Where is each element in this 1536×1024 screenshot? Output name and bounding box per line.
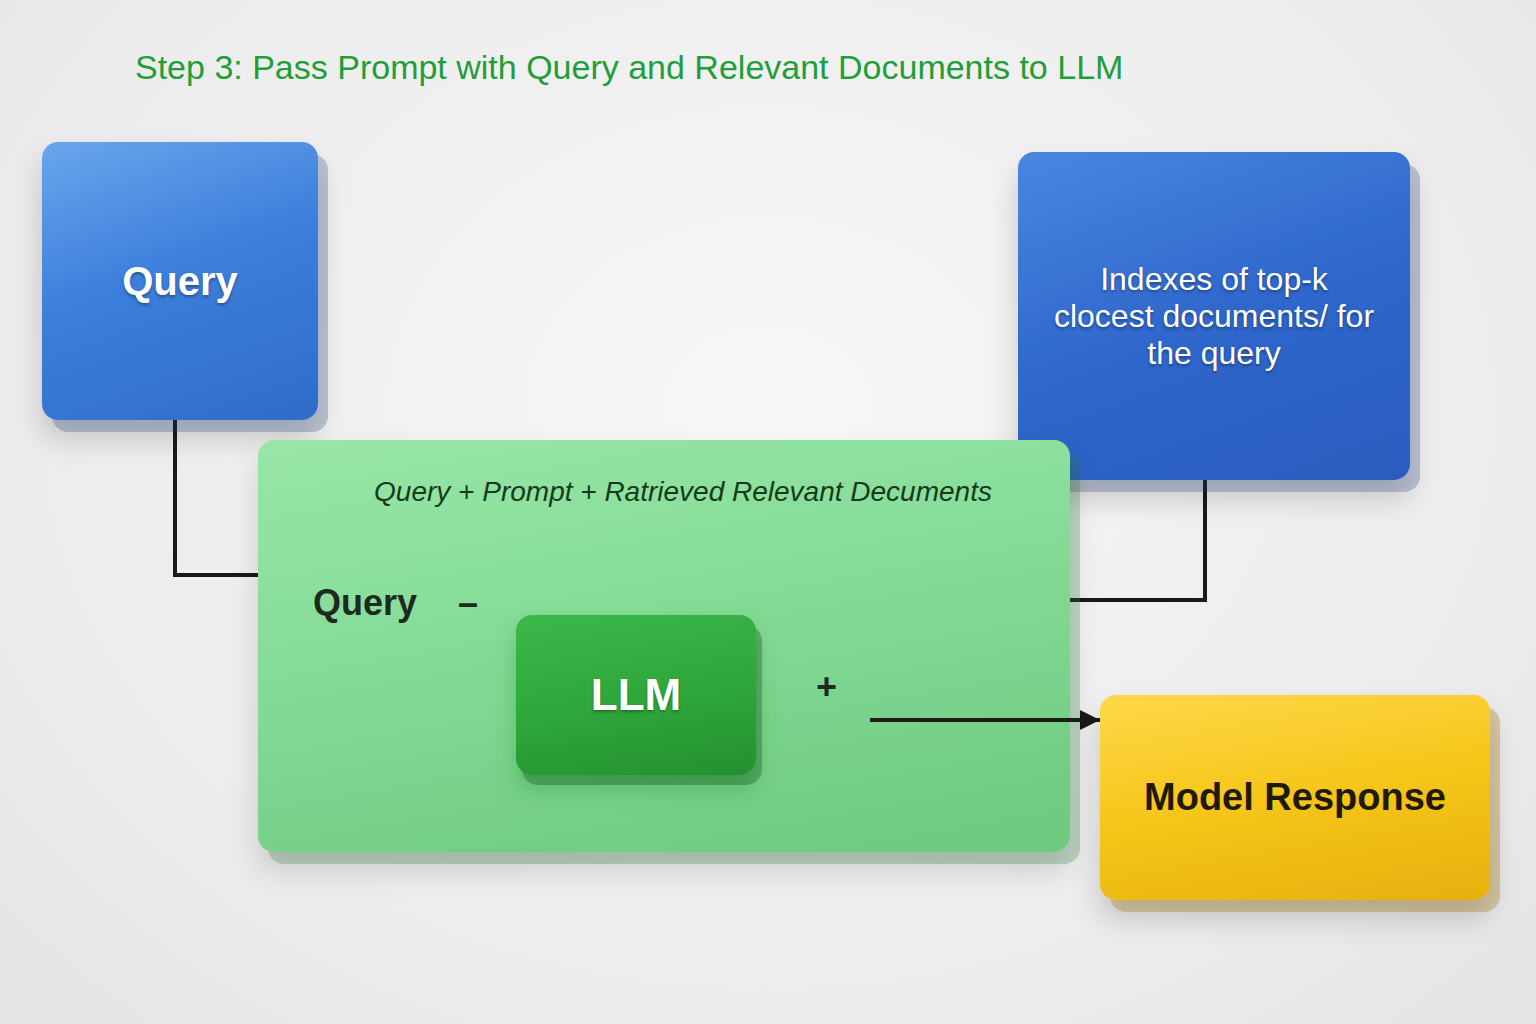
index-box: Indexes of top-k clocest documents/ for … (1018, 152, 1410, 480)
response-box: Model Response (1100, 695, 1490, 900)
connector (175, 420, 258, 575)
node-label: Query + Prompt + Ratrieved Relevant Decu… (353, 476, 1013, 508)
node-label: LLM (591, 670, 681, 720)
node-label: Query (122, 259, 238, 304)
node-label: Indexes of top-k clocest documents/ for … (1049, 261, 1379, 372)
llm-box: LLM (516, 615, 756, 775)
node-label: Model Response (1144, 776, 1446, 819)
query-cube: Query (42, 142, 318, 420)
node-label: Query (313, 582, 417, 624)
node-label: + (816, 666, 837, 708)
prompt-box: Query + Prompt + Ratrieved Relevant Decu… (258, 440, 1070, 852)
connector (1070, 480, 1205, 600)
node-label: – (458, 582, 478, 624)
diagram-title: Step 3: Pass Prompt with Query and Relev… (135, 48, 1123, 87)
